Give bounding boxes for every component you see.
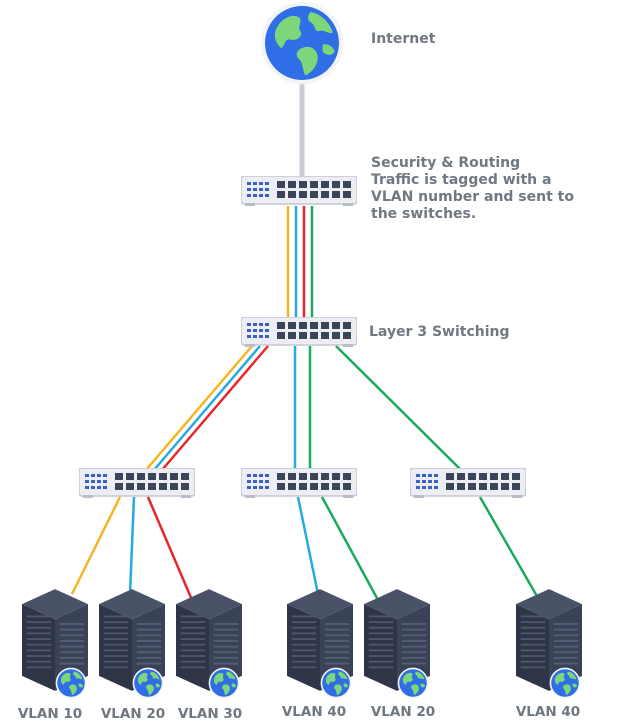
globe-icon bbox=[132, 667, 164, 699]
globe-icon bbox=[397, 667, 429, 699]
vlan-label: VLAN 20 bbox=[100, 706, 166, 722]
vlan-label: VLAN 40 bbox=[281, 704, 347, 720]
security-routing-line-2: Traffic is tagged with a bbox=[371, 172, 552, 188]
access-switch-middle-icon bbox=[241, 468, 357, 498]
trunk-core-to-right bbox=[335, 345, 462, 471]
globe-icon bbox=[55, 667, 87, 699]
globe-icon bbox=[208, 667, 240, 699]
vlan-label: VLAN 20 bbox=[370, 704, 436, 720]
security-routing-line-4: the switches. bbox=[371, 206, 477, 222]
layer3-switch-icon bbox=[241, 317, 357, 347]
trunk-router-to-core bbox=[286, 206, 314, 320]
vlan-label: VLAN 10 bbox=[17, 706, 83, 722]
vlan-label: VLAN 40 bbox=[515, 704, 581, 720]
vlan-label: VLAN 30 bbox=[177, 706, 243, 722]
security-routing-line-1: Security & Routing bbox=[371, 155, 521, 171]
access-switch-left-icon bbox=[79, 468, 195, 498]
globe-icon bbox=[549, 667, 581, 699]
security-routing-line-3: VLAN number and sent to bbox=[371, 189, 574, 205]
internet-globe-icon bbox=[260, 1, 344, 85]
access-links bbox=[70, 496, 540, 601]
trunk-core-to-left bbox=[145, 345, 269, 471]
internet-label: Internet bbox=[371, 31, 436, 47]
access-switch-right-icon bbox=[410, 468, 526, 498]
globe-icon bbox=[320, 667, 352, 699]
security-routing-switch-icon bbox=[241, 176, 357, 206]
trunk-core-to-middle bbox=[293, 346, 312, 470]
layer3-label: Layer 3 Switching bbox=[369, 324, 510, 340]
